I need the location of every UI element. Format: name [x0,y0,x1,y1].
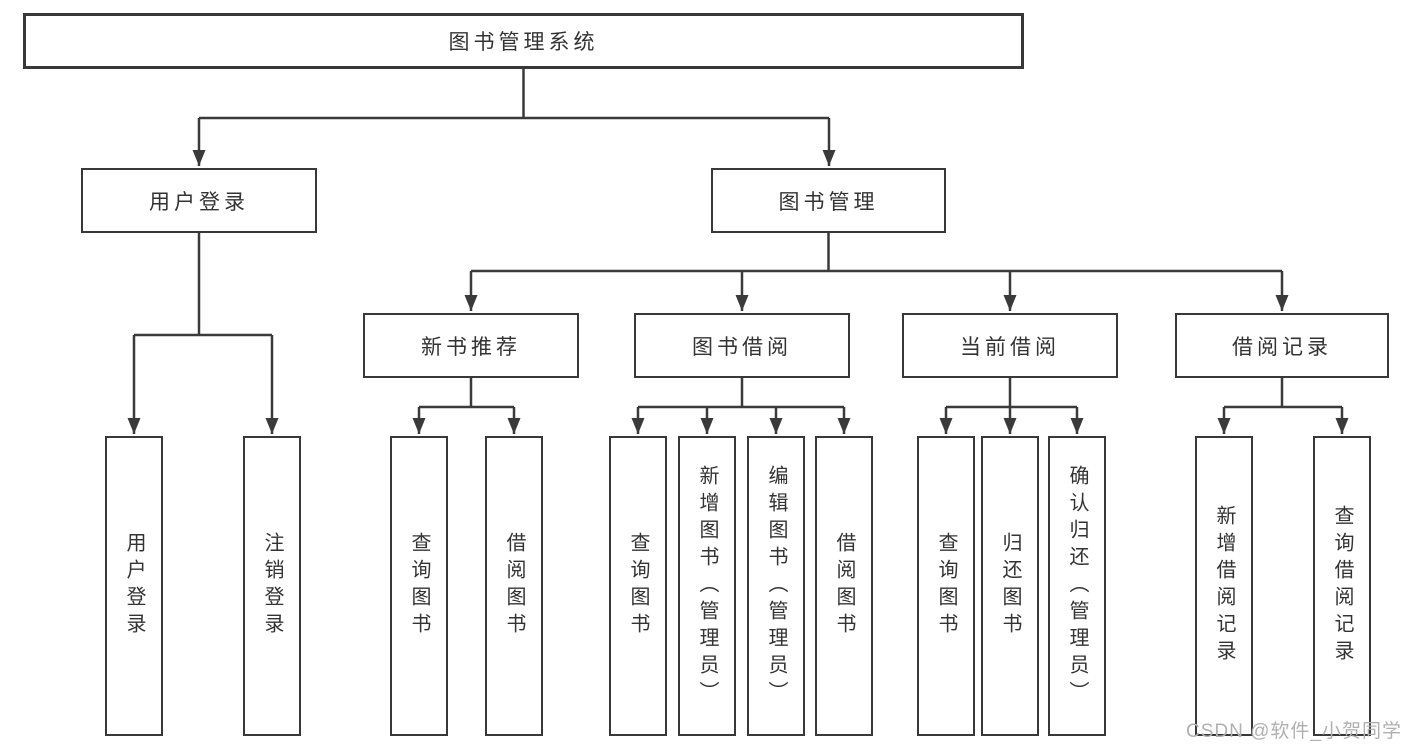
leaf-cb-query-book-label: 查询图书 [935,532,957,640]
node-book-management: 图书管理 [711,168,946,233]
node-book-borrowing: 图书借阅 [634,313,850,378]
leaf-bb-borrow-book: 借阅图书 [815,436,873,736]
leaf-br-add-record: 新增借阅记录 [1195,436,1253,736]
node-user-login: 用户登录 [81,168,317,233]
node-root: 图书管理系统 [23,13,1024,69]
leaf-bb-edit-book: 编辑图书（管理员） [747,436,805,736]
node-borrowing-records: 借阅记录 [1175,313,1389,378]
watermark: CSDN @软件_小贺同学 [1186,721,1402,742]
leaf-rec-borrow-book: 借阅图书 [485,436,543,736]
leaf-user-login: 用户登录 [105,436,163,736]
leaf-cb-return-book: 归还图书 [981,436,1039,736]
leaf-cb-return-book-label: 归还图书 [999,532,1021,640]
leaf-br-query-record: 查询借阅记录 [1313,436,1371,736]
leaf-logout: 注销登录 [243,436,301,736]
leaf-br-query-record-label: 查询借阅记录 [1331,505,1353,667]
leaf-cb-confirm-return: 确认归还（管理员） [1048,436,1106,736]
leaf-rec-query-book-label: 查询图书 [408,532,430,640]
node-book-management-label: 图书管理 [778,190,879,214]
leaf-bb-query-book-label: 查询图书 [627,532,649,640]
leaf-bb-add-book-label: 新增图书（管理员） [696,464,718,708]
leaf-rec-borrow-book-label: 借阅图书 [503,532,525,640]
leaf-rec-query-book: 查询图书 [390,436,448,736]
leaf-br-add-record-label: 新增借阅记录 [1213,505,1235,667]
node-user-login-label: 用户登录 [149,190,249,214]
leaf-cb-query-book: 查询图书 [917,436,975,736]
node-new-book-recommendation-label: 新书推荐 [421,335,521,359]
leaf-bb-edit-book-label: 编辑图书（管理员） [765,464,787,708]
node-borrowing-records-label: 借阅记录 [1232,335,1332,359]
leaf-bb-query-book: 查询图书 [609,436,667,736]
leaf-user-login-label: 用户登录 [123,532,145,640]
leaf-logout-label: 注销登录 [261,532,283,640]
node-book-borrowing-label: 图书借阅 [692,335,792,359]
leaf-bb-add-book: 新增图书（管理员） [678,436,736,736]
node-current-borrowing-label: 当前借阅 [960,335,1060,359]
node-new-book-recommendation: 新书推荐 [363,313,579,378]
node-current-borrowing: 当前借阅 [902,313,1118,378]
node-root-label: 图书管理系统 [448,31,599,54]
leaf-bb-borrow-book-label: 借阅图书 [833,532,855,640]
leaf-cb-confirm-return-label: 确认归还（管理员） [1066,464,1088,708]
